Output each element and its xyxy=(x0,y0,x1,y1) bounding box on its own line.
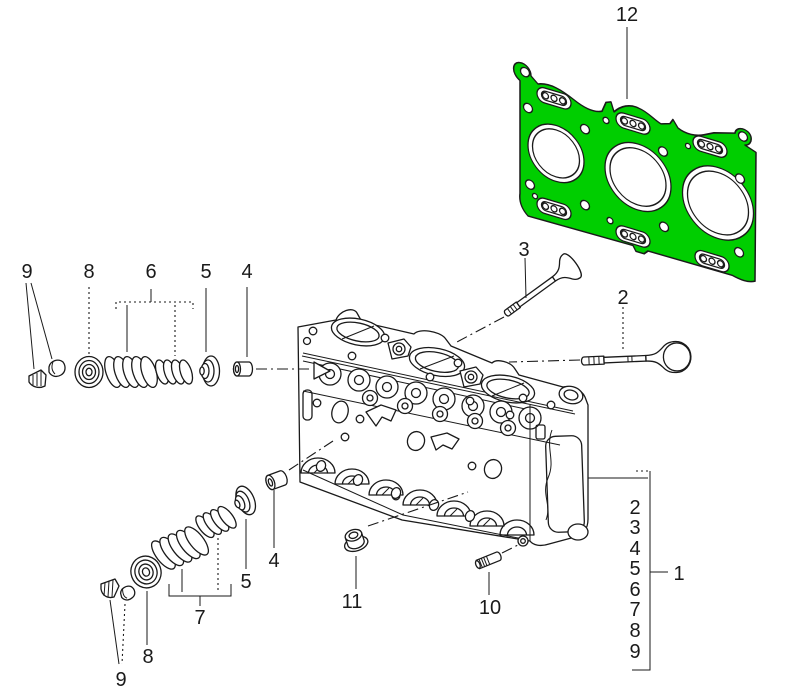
valve-stem-seal-drawing-2 xyxy=(265,470,288,548)
callout-9-top: 9 xyxy=(21,261,32,283)
valve-keepers-drawing xyxy=(25,282,66,389)
legend-item: 3 xyxy=(629,517,640,539)
spring-retainer-drawing xyxy=(199,288,221,387)
callout-11: 11 xyxy=(342,591,363,613)
callout-2: 2 xyxy=(617,287,628,309)
valve-springs-drawing-2 xyxy=(150,505,237,606)
callout-12: 12 xyxy=(616,4,638,26)
callout-7: 7 xyxy=(194,607,205,629)
callout-5-bottom: 5 xyxy=(240,571,251,593)
callout-4-top: 4 xyxy=(241,261,252,283)
callout-leaders xyxy=(524,27,628,349)
callout-5-top: 5 xyxy=(200,261,211,283)
head-end-face xyxy=(529,385,589,541)
assembly-centerlines xyxy=(256,316,581,554)
valve-keepers-drawing-2 xyxy=(100,578,136,665)
port-arches xyxy=(300,457,535,536)
valve-drawing-3 xyxy=(503,253,582,317)
direction-arrow xyxy=(313,361,331,380)
spring-seat-drawing-2 xyxy=(130,555,162,645)
gasket-bolt-holes xyxy=(519,66,749,258)
callout-6: 6 xyxy=(145,261,156,283)
spring-retainer-drawing-2 xyxy=(234,485,257,569)
legend-item: 4 xyxy=(629,538,640,560)
legend-item: 9 xyxy=(629,641,640,663)
legend-item: 5 xyxy=(629,558,640,580)
spring-seat-drawing xyxy=(74,287,104,389)
legend-bracket xyxy=(588,470,668,671)
callout-3: 3 xyxy=(518,239,529,261)
valve-stem-seal-drawing xyxy=(232,287,254,377)
legend-item-list: 2 3 4 5 6 7 8 9 xyxy=(629,497,640,663)
legend-item: 2 xyxy=(629,497,640,519)
deck-bolt-holes xyxy=(308,326,556,410)
legend-item: 8 xyxy=(629,620,640,642)
bottom-dowel-holes xyxy=(315,459,529,547)
callout-4-bottom: 4 xyxy=(268,550,279,572)
cylinder-head-drawing xyxy=(297,309,589,547)
head-gasket-drawing xyxy=(512,61,757,283)
legend-item: 7 xyxy=(629,599,640,621)
callout-8-bottom: 8 xyxy=(142,646,153,668)
legend-item: 6 xyxy=(629,579,640,601)
callout-8-top: 8 xyxy=(83,261,94,283)
gasket-coolant-slots xyxy=(536,86,730,273)
callout-1: 1 xyxy=(673,563,684,585)
plug-boss xyxy=(459,366,484,388)
valve-drawing-2 xyxy=(580,340,692,374)
callout-9-bottom: 9 xyxy=(115,669,126,691)
stud-drawing xyxy=(474,551,502,595)
gasket-cylinder-bores xyxy=(527,123,755,241)
plug-boss xyxy=(387,338,412,360)
callout-10: 10 xyxy=(479,597,501,619)
valve-springs-drawing xyxy=(104,289,194,389)
flange-nut-drawing xyxy=(343,528,369,589)
